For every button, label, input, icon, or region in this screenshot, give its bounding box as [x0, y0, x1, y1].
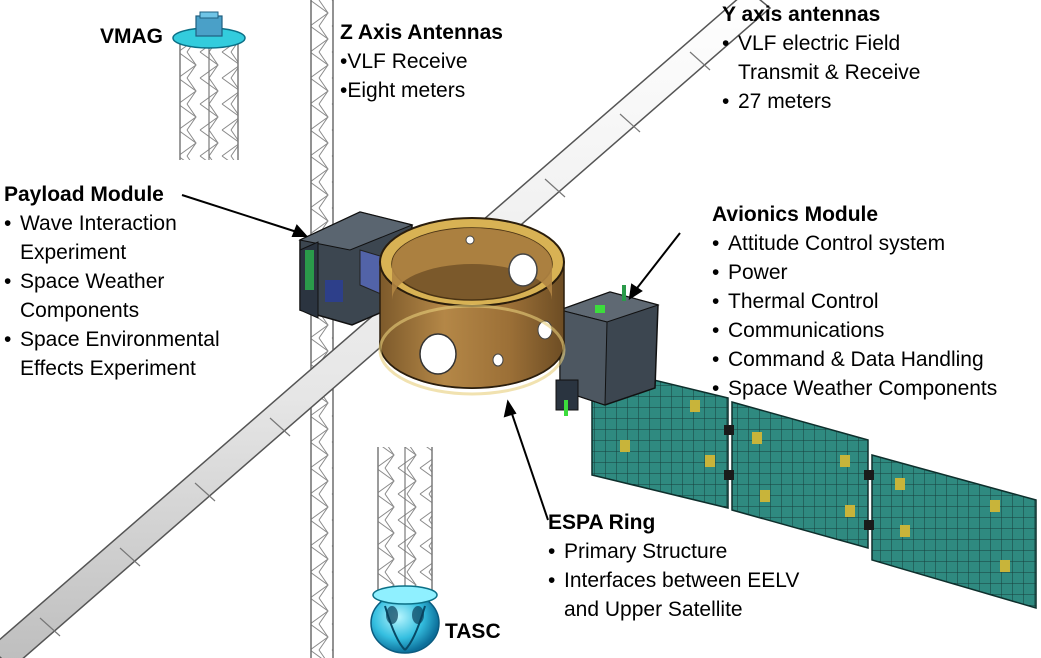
bullet: •	[712, 290, 720, 313]
payload-item: Effects Experiment	[20, 357, 196, 380]
espa-item: Primary Structure	[564, 540, 728, 563]
bullet: •	[712, 232, 720, 255]
y-axis-title: Y axis antennas	[722, 3, 881, 26]
avionics-item: Command & Data Handling	[728, 348, 984, 371]
espa-title: ESPA Ring	[548, 511, 656, 534]
avionics-item: Power	[728, 261, 788, 284]
bullet: •	[548, 569, 556, 592]
espa-item: and Upper Satellite	[564, 598, 743, 621]
y-axis-item: VLF electric Field	[738, 32, 901, 55]
avionics-item: Attitude Control system	[728, 232, 946, 255]
bullet: •	[712, 348, 720, 371]
bullet: •	[712, 319, 720, 342]
bullet: •	[4, 212, 12, 235]
espa-ring	[378, 217, 566, 396]
solar-array	[591, 364, 1037, 610]
payload-callout-arrow	[181, 194, 309, 237]
vmag-label: VMAG	[100, 25, 163, 48]
z-axis-title: Z Axis Antennas	[340, 21, 503, 44]
tasc-label: TASC	[445, 620, 501, 643]
payload-item: Components	[20, 299, 140, 322]
z-axis-antenna-truss	[310, 0, 334, 658]
vmag-boom	[179, 44, 239, 160]
espa-callout: ESPA Ring • Primary Structure • Interfaces…	[548, 508, 799, 624]
espa-callout-arrow	[503, 399, 549, 521]
callout-arrows	[181, 194, 681, 521]
avionics-item: Space Weather Components	[728, 377, 998, 400]
tasc-sensor-icon	[370, 585, 440, 654]
bullet: •	[722, 90, 730, 113]
tasc-boom	[377, 447, 433, 597]
vmag-sensor-icon	[172, 11, 246, 49]
bullet: •	[722, 32, 730, 55]
bullet: •	[4, 270, 12, 293]
avionics-item: Communications	[728, 319, 885, 342]
y-axis-item: 27 meters	[738, 90, 832, 113]
payload-item: Space Environmental	[20, 328, 220, 351]
avionics-title: Avionics Module	[712, 203, 879, 226]
bullet: •	[4, 328, 12, 351]
bullet: •	[548, 540, 556, 563]
payload-item: Space Weather	[20, 270, 165, 293]
payload-title: Payload Module	[4, 183, 164, 206]
avionics-module	[555, 285, 660, 416]
avionics-item: Thermal Control	[728, 290, 879, 313]
z-axis-item: •VLF Receive	[340, 50, 468, 73]
payload-item: Wave Interaction	[20, 212, 177, 235]
avionics-callout-arrow	[628, 232, 681, 301]
z-axis-item: •Eight meters	[340, 79, 466, 102]
payload-item: Experiment	[20, 241, 127, 264]
bullet: •	[712, 261, 720, 284]
y-axis-callout: Y axis antennas • VLF electric Field Tran…	[722, 0, 920, 116]
bullet: •	[712, 377, 720, 400]
y-axis-item: Transmit & Receive	[738, 61, 921, 84]
espa-item: Interfaces between EELV	[564, 569, 800, 592]
payload-callout: Payload Module • Wave Interaction Experim…	[4, 180, 220, 383]
avionics-callout: Avionics Module • Attitude Control system…	[712, 200, 997, 403]
z-axis-callout: Z Axis Antennas •VLF Receive •Eight mete…	[340, 18, 503, 105]
